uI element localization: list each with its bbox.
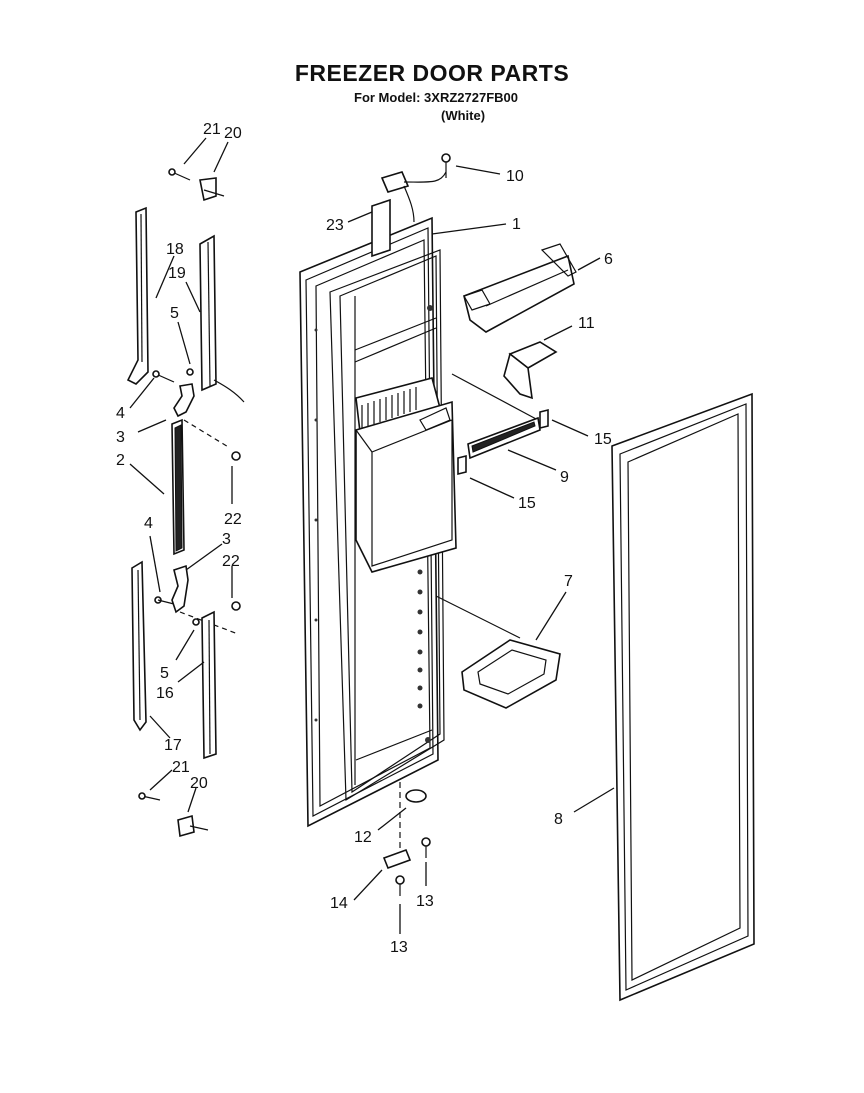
model-number: For Model: 3XRZ2727FB00 bbox=[354, 90, 518, 105]
callout-17: 17 bbox=[164, 737, 182, 754]
callout-12: 12 bbox=[354, 829, 372, 846]
callout-4: 4 bbox=[144, 515, 153, 532]
callout-20: 20 bbox=[224, 125, 242, 142]
callout-18: 18 bbox=[166, 241, 184, 258]
callout-20: 20 bbox=[190, 775, 208, 792]
callout-8: 8 bbox=[554, 811, 563, 828]
model-color-note: (White) bbox=[441, 108, 486, 123]
callout-16: 16 bbox=[156, 685, 174, 702]
callout-1: 1 bbox=[512, 216, 521, 233]
callout-7: 7 bbox=[564, 573, 573, 590]
callout-19: 19 bbox=[168, 265, 186, 282]
callout-10: 10 bbox=[506, 168, 524, 185]
wire-harness bbox=[371, 153, 451, 258]
callout-3: 3 bbox=[222, 531, 231, 548]
callout-13: 13 bbox=[416, 893, 434, 910]
callout-4: 4 bbox=[116, 405, 125, 422]
callout-13: 13 bbox=[390, 939, 408, 956]
diagram-title: FREEZER DOOR PARTS bbox=[294, 60, 570, 86]
leader-lines bbox=[129, 137, 615, 934]
callout-22: 22 bbox=[224, 511, 242, 528]
callout-11: 11 bbox=[578, 315, 595, 332]
callout-labels: 21 20 10 23 1 18 19 5 6 11 4 3 15 2 9 15… bbox=[116, 121, 613, 956]
hinge-parts bbox=[126, 168, 245, 838]
door-panel bbox=[299, 216, 457, 828]
callout-15: 15 bbox=[518, 495, 536, 512]
callout-6: 6 bbox=[604, 251, 613, 268]
callout-21: 21 bbox=[172, 759, 190, 776]
callout-3: 3 bbox=[116, 429, 125, 446]
shelf-parts bbox=[382, 243, 755, 1002]
callout-5: 5 bbox=[170, 305, 179, 322]
callout-22: 22 bbox=[222, 553, 240, 570]
callout-23: 23 bbox=[326, 217, 344, 234]
callout-2: 2 bbox=[116, 452, 125, 469]
callout-9: 9 bbox=[560, 469, 569, 486]
callout-5: 5 bbox=[160, 665, 169, 682]
callout-15: 15 bbox=[594, 431, 612, 448]
callout-21: 21 bbox=[203, 121, 221, 138]
callout-14: 14 bbox=[330, 895, 348, 912]
